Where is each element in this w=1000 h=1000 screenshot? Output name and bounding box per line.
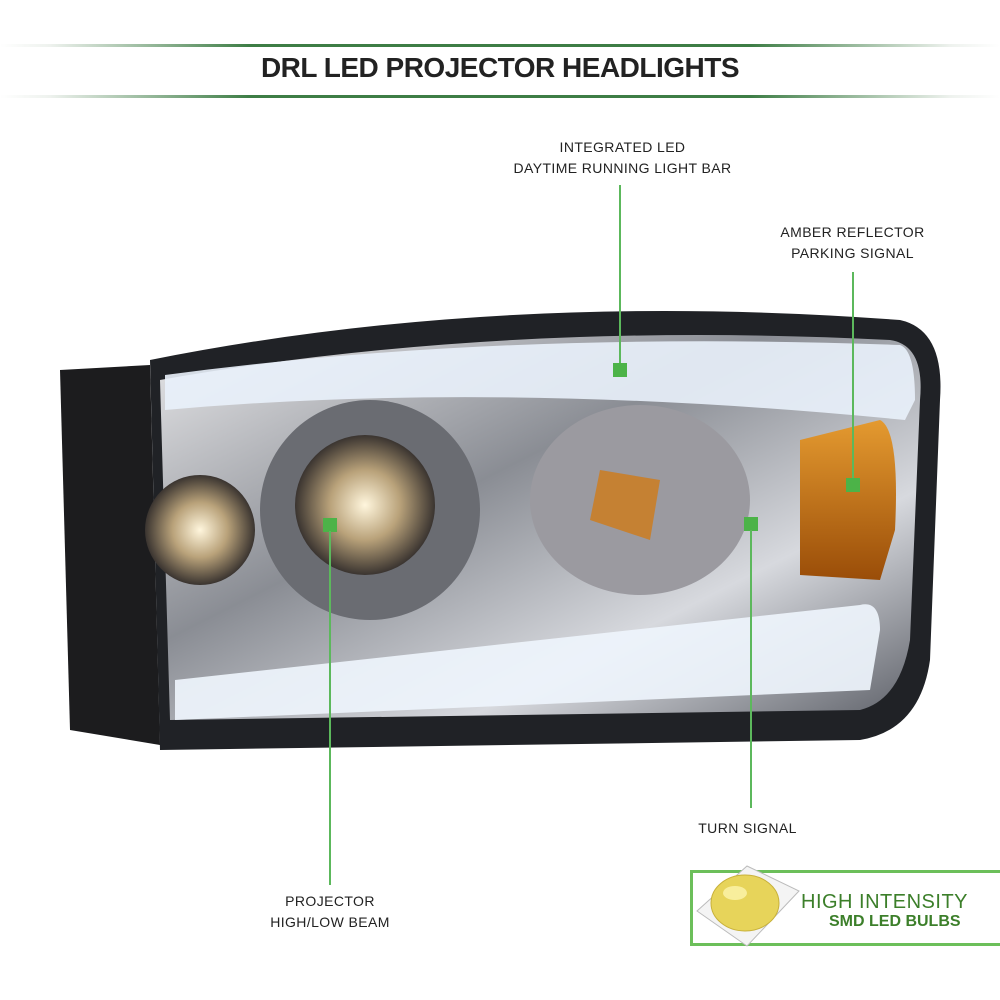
- callout-line: DAYTIME RUNNING LIGHT BAR: [513, 160, 732, 176]
- callout-line: PARKING SIGNAL: [791, 245, 914, 261]
- callout-line: AMBER REFLECTOR: [780, 224, 925, 240]
- callout-line: PROJECTOR: [285, 893, 375, 909]
- callout-turn-line: [750, 530, 752, 808]
- smd-led-badge: HIGH INTENSITY SMD LED BULBS: [690, 865, 1000, 947]
- callout-drl-label: INTEGRATED LED DAYTIME RUNNING LIGHT BAR: [480, 137, 765, 179]
- callout-amber-marker: [846, 478, 860, 492]
- header-rule-top: [0, 44, 1000, 47]
- callout-line: INTEGRATED LED: [559, 139, 686, 155]
- led-chip-icon: [696, 865, 800, 947]
- callout-drl-marker: [613, 363, 627, 377]
- callout-amber-line: [852, 272, 854, 480]
- badge-line2: SMD LED BULBS: [829, 913, 961, 930]
- callout-projector-marker: [323, 518, 337, 532]
- callout-drl-line: [619, 185, 621, 365]
- badge-line1: HIGH INTENSITY: [801, 891, 969, 913]
- callout-turn-marker: [744, 517, 758, 531]
- callout-line: TURN SIGNAL: [698, 820, 797, 836]
- page-title: DRL LED PROJECTOR HEADLIGHTS: [260, 52, 740, 83]
- callout-line: HIGH/LOW BEAM: [270, 914, 390, 930]
- callout-projector-line: [329, 531, 331, 885]
- callout-projector-label: PROJECTOR HIGH/LOW BEAM: [250, 891, 410, 933]
- header-rule-bottom: [0, 95, 1000, 98]
- callout-turn-label: TURN SIGNAL: [680, 818, 815, 839]
- callout-amber-label: AMBER REFLECTOR PARKING SIGNAL: [760, 222, 945, 264]
